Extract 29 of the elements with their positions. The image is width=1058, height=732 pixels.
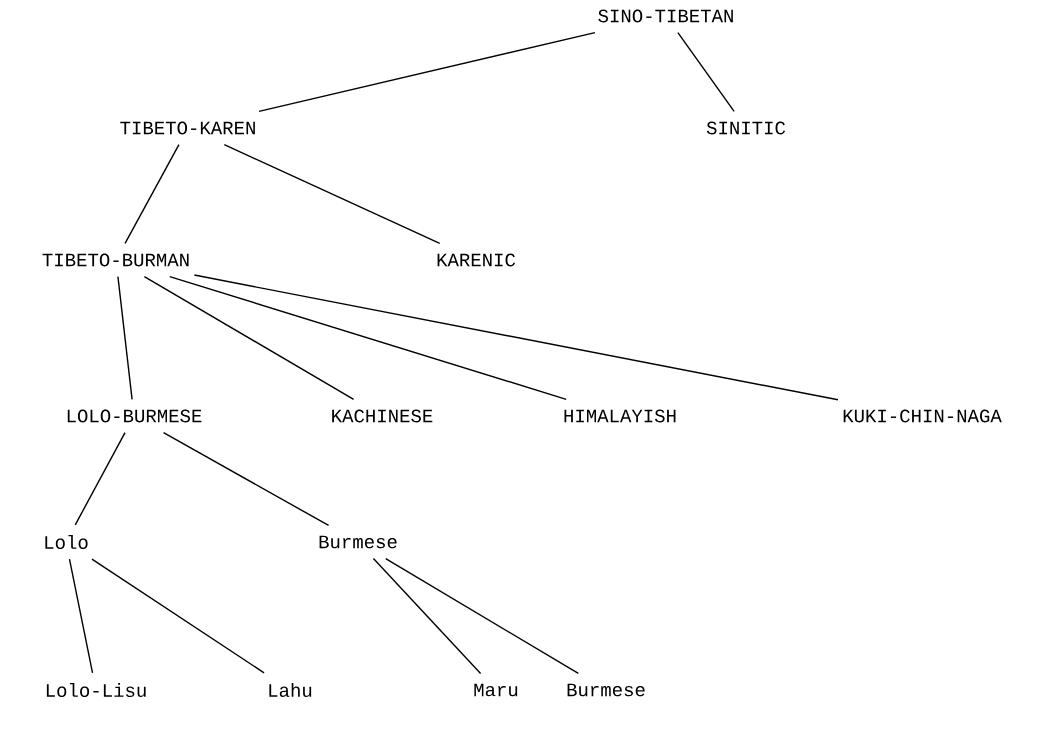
tree-branch [162, 431, 330, 527]
tree-branch [143, 275, 355, 401]
tree-branch [169, 275, 567, 401]
language-label: Maru [474, 683, 518, 697]
language-label: Burmese [319, 535, 397, 549]
tree-branch [117, 275, 133, 401]
tree-branch [91, 558, 265, 674]
language-label: KARENIC [437, 253, 516, 267]
language-label: Lahu [269, 683, 312, 697]
tree-branch [223, 143, 441, 245]
language-label: HIMALAYISH [564, 409, 676, 423]
language-label: Burmese [567, 683, 645, 697]
language-label: SINO-TIBETAN [598, 9, 733, 23]
language-label: KUKI-CHIN-NAGA [843, 409, 1002, 423]
tree-branch [372, 557, 482, 675]
tree-branch [385, 557, 580, 675]
tree-branch [677, 31, 735, 113]
tree-branch [68, 558, 94, 674]
language-label: LOLO-BURMESE [67, 409, 202, 423]
tree-branch [193, 274, 839, 401]
tree-branch [258, 31, 596, 113]
tree-branch [124, 143, 180, 245]
language-label: TIBETO-BURMAN [42, 253, 189, 267]
language-label: SINITIC [706, 121, 786, 135]
language-label: Lolo-Lisu [46, 683, 146, 697]
language-label: KACHINESE [332, 409, 433, 423]
tree-branch [74, 431, 126, 526]
language-label: Lolo [45, 535, 88, 549]
language-label: TIBETO-KAREN [120, 121, 255, 135]
